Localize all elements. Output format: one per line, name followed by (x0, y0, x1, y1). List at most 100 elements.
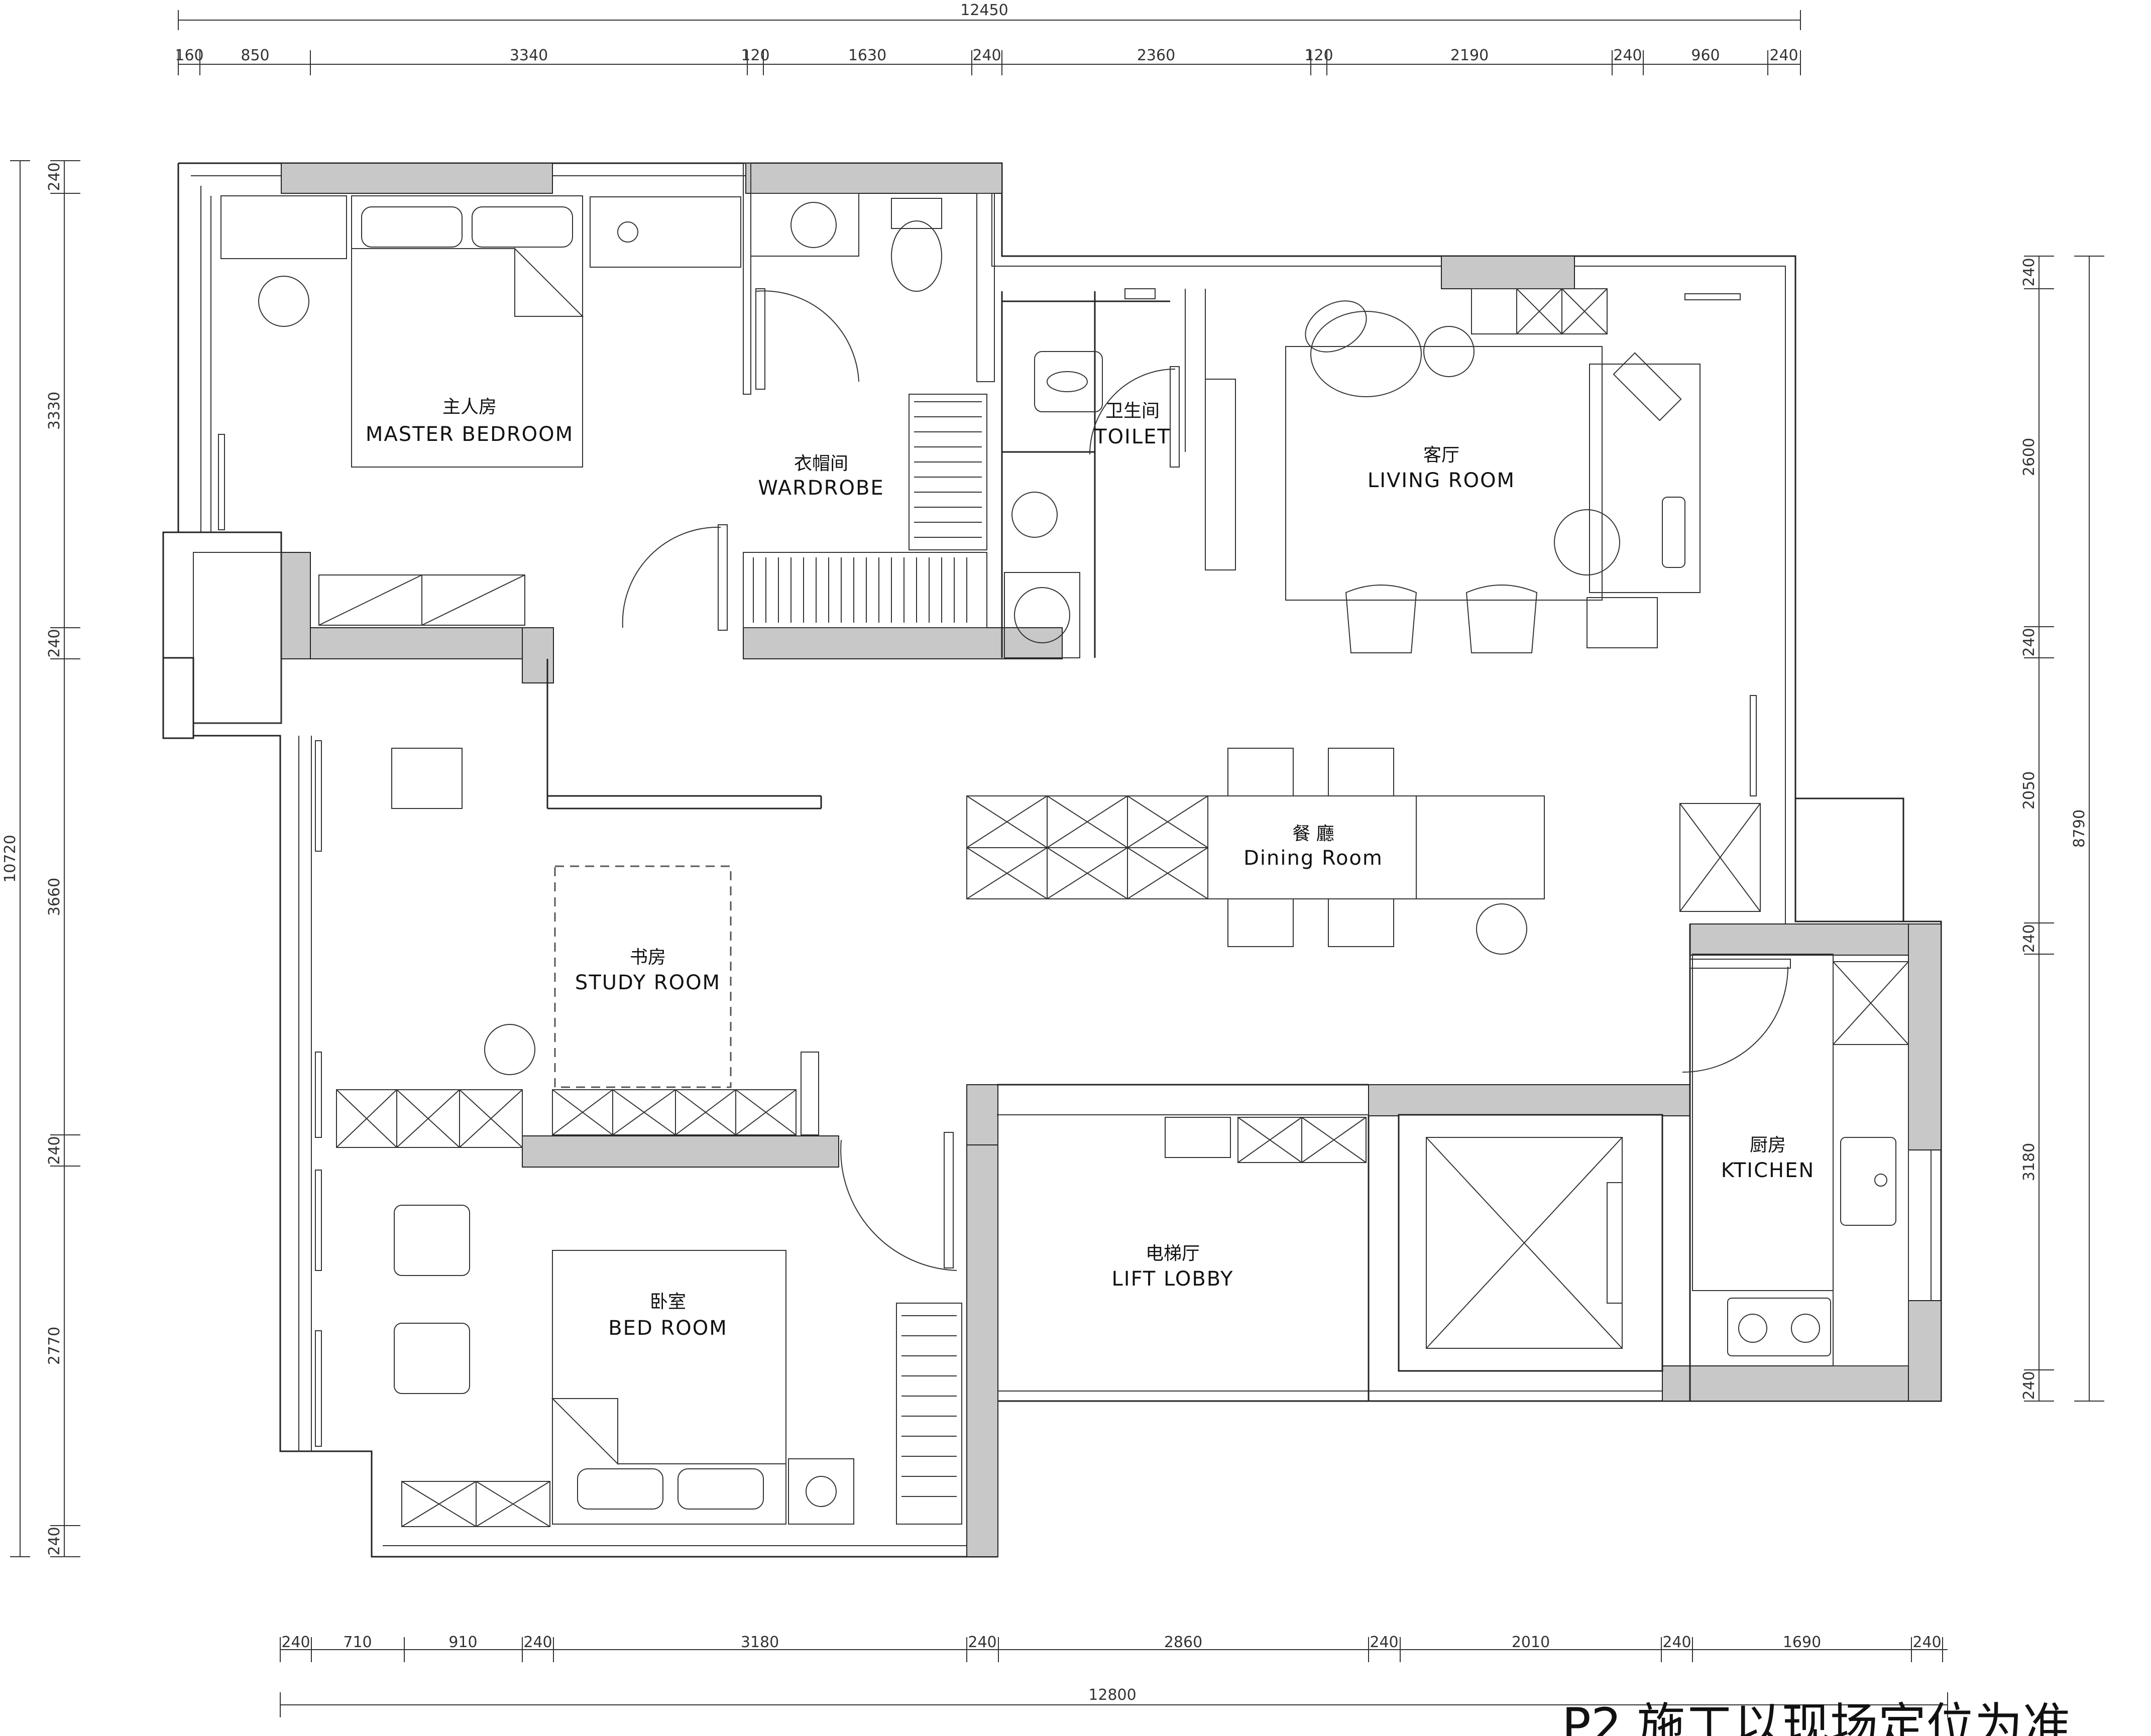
master-bedroom-cn: 主人房 (442, 397, 497, 417)
hanger-lines (901, 1315, 957, 1497)
top-seg-10: 240 (1613, 47, 1642, 64)
top-total-label: 12450 (960, 2, 1008, 19)
bottom-seg-2: 710 (343, 1634, 372, 1651)
interior-walls (162, 163, 1904, 1451)
ensuite-bath (750, 193, 942, 390)
right-seg-7: 240 (2020, 1371, 2038, 1400)
right-seg-1: 240 (2020, 258, 2038, 286)
sink-icon (790, 202, 837, 248)
right-seg-3: 240 (2020, 628, 2038, 656)
bottom-seg-6: 240 (968, 1634, 996, 1651)
master-bedroom: 主人房 MASTER BEDROOM (220, 195, 741, 626)
hanging-rail (909, 394, 987, 550)
study-room: 书房 STUDY ROOM (336, 748, 819, 1148)
left-seg-1: 240 (46, 162, 63, 191)
fridge (1679, 803, 1761, 912)
hanger-lines (753, 401, 982, 623)
dining-chair (1227, 748, 1294, 796)
washing-machine (1004, 572, 1080, 658)
door-swing (840, 1139, 957, 1271)
side-table (1423, 326, 1475, 377)
burner-icon (1791, 1314, 1820, 1343)
wardrobe-room: 衣帽间 WARDROBE (622, 394, 987, 631)
bed-room-cn: 卧室 (650, 1292, 686, 1312)
wardrobe-cn: 衣帽间 (794, 453, 848, 474)
hanging-rail (743, 552, 987, 628)
right-seg-2: 2600 (2020, 438, 2038, 476)
bottom-total-label: 12800 (1088, 1686, 1136, 1704)
burner-icon (1738, 1314, 1767, 1343)
wardrobe-closet (896, 1303, 962, 1525)
left-seg-3: 240 (46, 629, 63, 657)
door-swing (622, 526, 721, 628)
armchair (394, 1205, 470, 1276)
right-seg-5: 240 (2020, 924, 2038, 953)
kitchen-en: KTICHEN (1721, 1159, 1815, 1182)
living-room: 客厅 LIVING ROOM (1205, 288, 1701, 653)
bottom-seg-12: 240 (1912, 1634, 1941, 1651)
sink-icon (1840, 1137, 1896, 1226)
bottom-seg-4: 240 (523, 1634, 552, 1651)
top-seg-12: 240 (1769, 47, 1798, 64)
living-room-en: LIVING ROOM (1368, 469, 1515, 492)
pillow (677, 1468, 764, 1510)
dining-chair (1328, 898, 1394, 947)
bottom-dimension-segments: 240 710 910 240 3180 240 2860 240 2010 2… (280, 1634, 1948, 1662)
top-seg-6: 240 (972, 47, 1001, 64)
bed (552, 1250, 786, 1525)
toilet-room: 卫生间 TOILET (1004, 288, 1180, 658)
bottom-seg-8: 240 (1370, 1634, 1398, 1651)
bar-counter (1416, 795, 1545, 899)
rug (1285, 346, 1603, 601)
wall-blocks (280, 163, 1942, 1557)
right-seg-6: 3180 (2020, 1143, 2038, 1181)
top-seg-2: 850 (241, 47, 269, 64)
living-room-cn: 客厅 (1423, 445, 1459, 466)
left-dimension-total: 10720 (2, 160, 30, 1557)
master-bedroom-en: MASTER BEDROOM (366, 423, 574, 446)
dining-chair (1328, 748, 1394, 796)
dining-chair (1227, 898, 1294, 947)
top-seg-5: 1630 (848, 47, 886, 64)
top-seg-9: 2190 (1450, 47, 1489, 64)
left-dimension-segments: 240 3330 240 3660 240 2770 240 (46, 160, 80, 1557)
cushion (1613, 352, 1682, 421)
top-dimension-segments: 160 850 3340 120 1630 240 2360 120 2190 … (175, 47, 1801, 75)
cushion (1662, 497, 1685, 568)
nightstand (788, 1458, 854, 1525)
radiators (218, 293, 1757, 1447)
side-table (258, 276, 309, 327)
dining-room: 餐 廳 Dining Room (966, 748, 1761, 955)
left-total-label: 10720 (2, 835, 19, 882)
shower-icon (1124, 288, 1156, 299)
left-seg-4: 3660 (46, 878, 63, 916)
sink-icon (1011, 492, 1058, 538)
lounge-chair (1345, 585, 1417, 653)
bottom-seg-10: 240 (1662, 1634, 1691, 1651)
left-seg-6: 2770 (46, 1327, 63, 1365)
bookshelf (336, 1089, 523, 1148)
kitchen-cn: 厨房 (1750, 1135, 1786, 1155)
bed-fold (551, 1398, 618, 1465)
bottom-seg-7: 2860 (1164, 1634, 1202, 1651)
right-seg-4: 2050 (2020, 771, 2038, 809)
bottom-seg-9: 2010 (1512, 1634, 1550, 1651)
bed-room-en: BED ROOM (608, 1317, 728, 1340)
lift-lobby-en: LIFT LOBBY (1111, 1267, 1233, 1291)
study-rug (554, 865, 732, 1088)
tv-cabinet (1471, 288, 1608, 334)
toilet-en: TOILET (1094, 425, 1171, 448)
shoe-cabinet (1165, 1117, 1231, 1158)
lounge-chair (1465, 585, 1538, 653)
armchair (394, 1323, 470, 1394)
toilet-cn: 卫生间 (1105, 401, 1160, 421)
bed (351, 195, 583, 468)
bed-room: 卧室 BED ROOM (394, 1132, 962, 1527)
counter (1833, 1044, 1909, 1366)
top-seg-1: 160 (175, 47, 203, 64)
right-dimension-segments: 240 2600 240 2050 240 3180 240 (2020, 256, 2054, 1402)
top-seg-4: 120 (741, 47, 769, 64)
bookshelf (552, 1089, 797, 1135)
cabinet (220, 195, 347, 259)
bottom-seg-11: 1690 (1783, 1634, 1821, 1651)
